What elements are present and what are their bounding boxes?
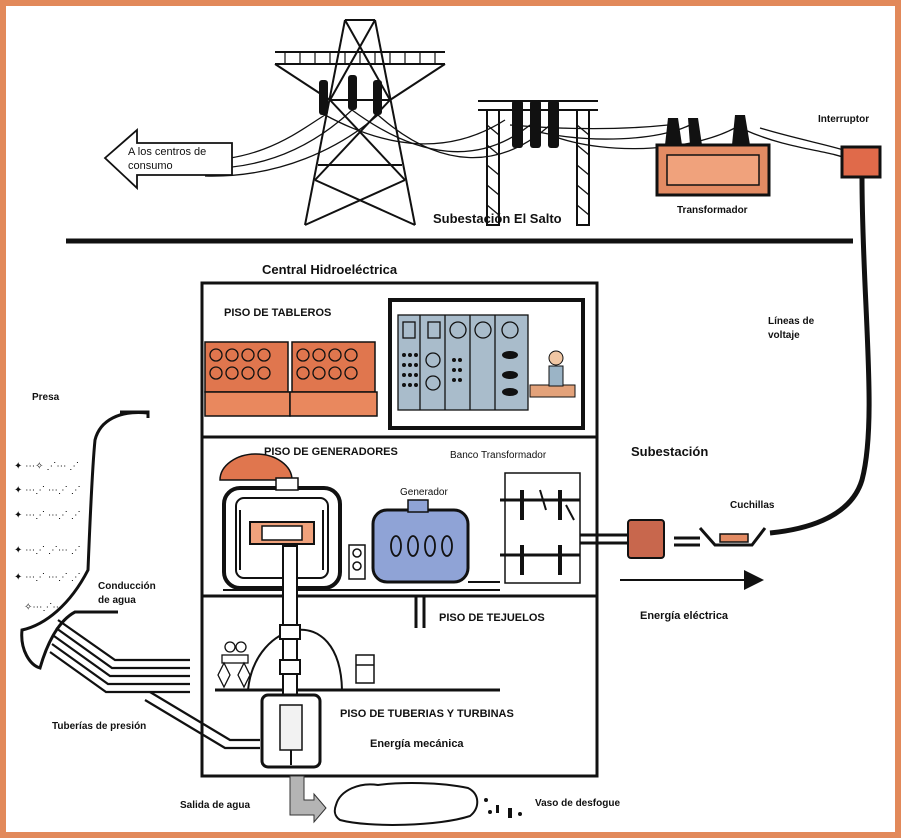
turbine [262, 695, 320, 767]
label-cuchillas: Cuchillas [730, 499, 774, 512]
small-meter [349, 545, 365, 579]
label-tuberias-presion: Tuberías de presión [52, 720, 146, 733]
water-outlet-arrow [290, 776, 326, 822]
control-panels [205, 342, 377, 416]
label-to-consumers-1: A los centros de [128, 146, 206, 159]
operator-console [390, 300, 583, 428]
label-lineas-voltaje-2: voltaje [768, 329, 800, 342]
substation-insulators [512, 100, 559, 148]
label-subestacion: Subestación [631, 445, 708, 458]
label-piso-generadores: PISO DE GENERADORES [264, 446, 398, 459]
label-interruptor: Interruptor [818, 113, 869, 126]
discharge-basin [335, 783, 477, 825]
label-transformador: Transformador [677, 204, 748, 217]
label-banco-transformador: Banco Transformador [450, 449, 546, 462]
label-conduccion-1: Conducción [98, 580, 156, 593]
svg-text:✦ ⋯✧ ⋰⋯ ⋰: ✦ ⋯✧ ⋰⋯ ⋰ [14, 461, 79, 472]
dam [22, 412, 148, 668]
label-energia-electrica: Energía eléctrica [640, 610, 728, 623]
substation-unit [628, 520, 664, 558]
transmission-tower [275, 20, 445, 225]
label-lineas-voltaje-1: Líneas de [768, 315, 814, 328]
label-salida-agua: Salida de agua [180, 799, 250, 812]
svg-text:✦ ⋯⋰ ⋯⋰ ⋰: ✦ ⋯⋰ ⋯⋰ ⋰ [14, 485, 81, 496]
label-piso-tableros: PISO DE TABLEROS [224, 307, 331, 320]
generator [373, 500, 468, 582]
label-subestacion-el-salto: Subestación El Salto [433, 212, 562, 225]
svg-text:✦ ⋯⋰ ⋯⋰ ⋰: ✦ ⋯⋰ ⋯⋰ ⋰ [14, 510, 81, 521]
transformer-bank [500, 473, 628, 583]
knife-switches [674, 528, 765, 545]
voltage-line [770, 177, 869, 533]
to-consumers-arrow [105, 130, 232, 188]
label-piso-tejuelos: PISO DE TEJUELOS [439, 612, 545, 625]
splash-marks [484, 798, 522, 818]
interrupter-box [842, 147, 880, 177]
transformer [657, 115, 769, 195]
svg-text:✦ ⋯⋰ ⋰⋯ ⋰: ✦ ⋯⋰ ⋰⋯ ⋰ [14, 545, 81, 556]
label-energia-mecanica: Energía mecánica [370, 738, 464, 751]
label-central-hidroelectrica: Central Hidroeléctrica [262, 263, 397, 276]
label-generador: Generador [400, 486, 448, 499]
label-piso-tuberias: PISO DE TUBERIAS Y TURBINAS [340, 708, 514, 721]
svg-text:✦ ⋯⋰ ⋯⋰ ⋰: ✦ ⋯⋰ ⋯⋰ ⋰ [14, 572, 81, 583]
valve-assembly [218, 642, 250, 687]
label-vaso-desfogue: Vaso de desfogue [535, 797, 620, 810]
label-presa: Presa [32, 391, 59, 404]
label-to-consumers-2: consumo [128, 160, 173, 173]
svg-text:✧⋯⋰⋯: ✧⋯⋰⋯ [24, 602, 62, 613]
small-cabinet [356, 655, 374, 683]
water-marks: ✦ ⋯✧ ⋰⋯ ⋰ ✦ ⋯⋰ ⋯⋰ ⋰ ✦ ⋯⋰ ⋯⋰ ⋰ ✦ ⋯⋰ ⋰⋯ ⋰ … [14, 461, 81, 613]
label-conduccion-2: de agua [98, 594, 136, 607]
